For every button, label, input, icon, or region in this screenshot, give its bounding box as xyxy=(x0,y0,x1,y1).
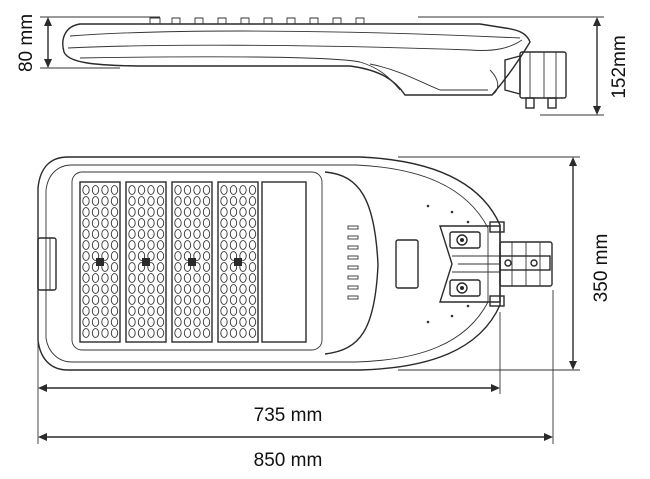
heat-fin xyxy=(309,17,319,24)
dim-735-label: 735 mm xyxy=(254,405,323,426)
vent-slot xyxy=(347,255,359,260)
dim-850: 850 mm xyxy=(38,290,554,471)
dim-350: 350 mm xyxy=(398,156,612,371)
heat-fin xyxy=(217,17,227,24)
dim-152-label: 152mm xyxy=(609,35,630,98)
vent-slot xyxy=(347,295,359,300)
led-modules xyxy=(79,181,259,343)
vent-slot xyxy=(347,235,359,240)
vent-slot xyxy=(347,225,359,230)
vent-slot xyxy=(347,285,359,290)
side-fins xyxy=(171,17,365,24)
side-view xyxy=(62,17,567,109)
vent-slot xyxy=(347,245,359,250)
led-module xyxy=(79,181,121,343)
dim-350-label: 350 mm xyxy=(591,234,612,303)
heat-fin xyxy=(171,17,181,24)
top-view xyxy=(37,156,553,371)
vent-slots xyxy=(347,225,359,300)
heat-fin xyxy=(332,17,342,24)
vent-slot xyxy=(347,275,359,280)
heat-fin xyxy=(286,17,296,24)
dim-80: 80 mm xyxy=(16,14,160,72)
heat-fin xyxy=(263,17,273,24)
heat-fin xyxy=(355,17,365,24)
heat-fin xyxy=(240,17,250,24)
dim-850-label: 850 mm xyxy=(254,450,323,471)
dim-735: 735 mm xyxy=(37,312,501,444)
led-module xyxy=(171,181,213,343)
dim-80-label: 80 mm xyxy=(16,14,37,72)
heat-fin xyxy=(194,17,204,24)
dim-152: 152mm xyxy=(418,16,630,116)
led-module xyxy=(125,181,167,343)
led-module xyxy=(217,181,259,343)
vent-slot xyxy=(347,265,359,270)
